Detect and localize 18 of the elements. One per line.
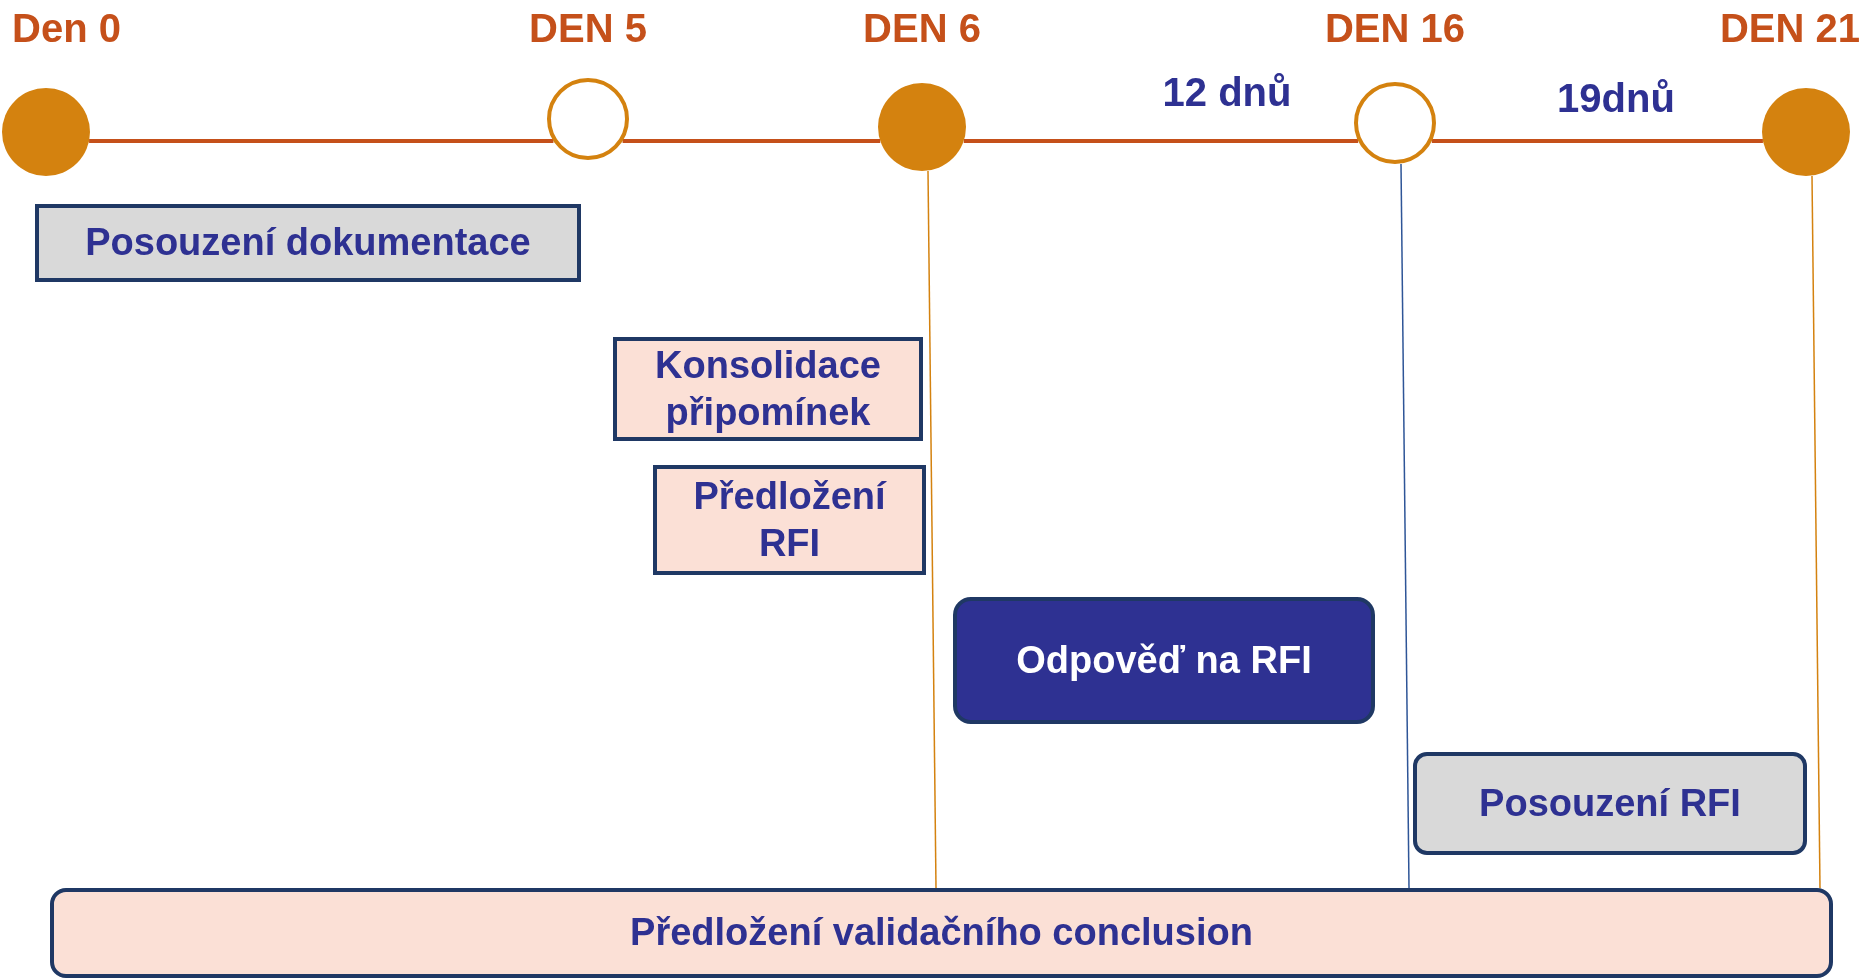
task-box: Předložení RFI	[653, 465, 926, 575]
leader-line	[927, 170, 937, 889]
task-box: Posouzení dokumentace	[35, 204, 581, 282]
leader-line	[1400, 163, 1410, 889]
day-label: DEN 5	[528, 6, 648, 51]
day-label: DEN 6	[862, 6, 982, 51]
timeline-line	[1431, 139, 1763, 143]
timeline-line	[963, 139, 1359, 143]
task-box: Posouzení RFI	[1413, 752, 1807, 855]
timeline-line	[89, 139, 554, 143]
timeline-line	[622, 139, 881, 143]
leader-line	[1811, 175, 1821, 889]
task-box: Odpověď na RFI	[953, 597, 1375, 724]
day-label: Den 0	[12, 6, 122, 51]
task-box: Konsolidace připomínek	[613, 337, 923, 441]
task-box: Předložení validačního conclusion	[50, 888, 1833, 978]
day-label: DEN 16	[1323, 6, 1467, 51]
day-label: DEN 21	[1719, 6, 1860, 51]
